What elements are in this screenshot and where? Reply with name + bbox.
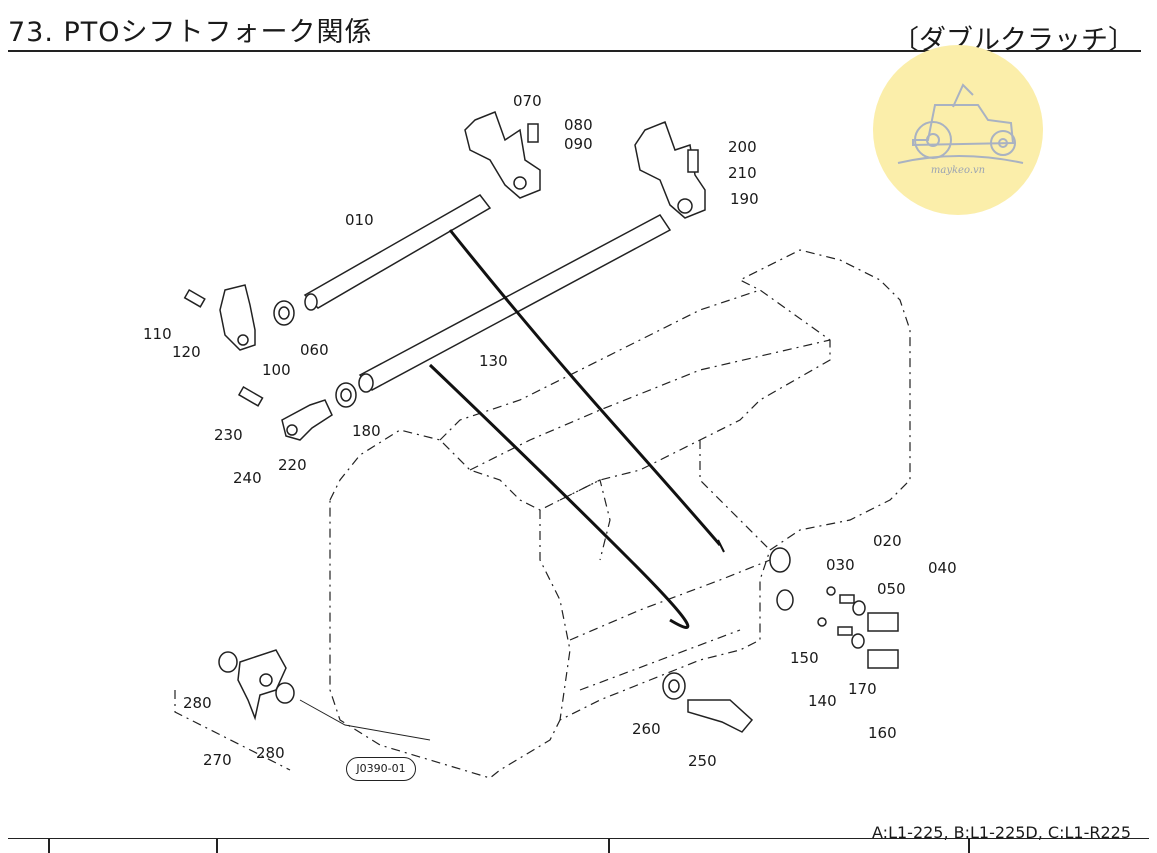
part-label: 280 (183, 694, 212, 712)
part-label: 130 (479, 352, 508, 370)
bolt-230 (237, 386, 264, 407)
oil-seal-060 (273, 300, 295, 326)
bolt-080 (527, 123, 539, 143)
header-rule (8, 50, 1141, 52)
pivot-270 (237, 649, 287, 721)
bushing-280b (275, 682, 295, 704)
part-label: 200 (728, 138, 757, 156)
shift-fork-070 (464, 111, 541, 199)
watermark-text: maykeo.vn (930, 165, 986, 176)
part-label: 170 (848, 680, 877, 698)
part-label: 280 (256, 744, 285, 762)
part-label: 250 (688, 752, 717, 770)
bolt-040 (867, 612, 899, 632)
housing-outline (329, 249, 911, 779)
part-label: 020 (873, 532, 902, 550)
part-label: 150 (790, 649, 819, 667)
part-label: 050 (877, 580, 906, 598)
housing-rib-right (699, 440, 771, 551)
small-parts-right (769, 547, 866, 649)
tractor-icon (897, 83, 1024, 164)
part-label: 120 (172, 343, 201, 361)
part-label: 100 (262, 361, 291, 379)
shift-arm-100 (219, 284, 256, 351)
shift-fork-190 (634, 121, 706, 219)
part-label: 190 (730, 190, 759, 208)
part-label: 040 (928, 559, 957, 577)
part-label: 220 (278, 456, 307, 474)
part-label: 090 (564, 135, 593, 153)
part-label: 260 (632, 720, 661, 738)
figure-id: J0390-01 (346, 757, 416, 781)
bolt-200 (687, 149, 699, 173)
seal-260 (662, 672, 686, 700)
housing-flange-edge (539, 510, 571, 721)
part-label: 070 (513, 92, 542, 110)
parts-table-header (8, 838, 1149, 853)
part-label: 110 (143, 325, 172, 343)
shift-arm-220 (281, 399, 333, 441)
cable-arrow-upper (717, 539, 725, 553)
page-title: 73. PTOシフトフォーク関係 (8, 17, 373, 48)
shift-rod-130 (358, 214, 672, 393)
part-label: 160 (868, 724, 897, 742)
part-label: 230 (214, 426, 243, 444)
part-label: 270 (203, 751, 232, 769)
housing-rib (559, 479, 611, 561)
part-label: 140 (808, 692, 837, 710)
bushing-280a (218, 651, 238, 673)
part-label: 180 (352, 422, 381, 440)
part-label: 010 (345, 211, 374, 229)
cable-upper (448, 229, 722, 546)
cable-lower (428, 363, 690, 629)
leader-270 (299, 699, 431, 741)
bolt-160 (867, 649, 899, 669)
models-note: A:L1-225, B:L1-225D, C:L1-R225 (872, 823, 1131, 842)
housing-lower-line (579, 629, 741, 691)
part-label: 060 (300, 341, 329, 359)
bolt-250 (687, 699, 754, 733)
part-label: 210 (728, 164, 757, 182)
shift-rod-010 (303, 194, 492, 311)
part-labels: 070 080 090 200 210 190 010 110 120 060 … (143, 92, 957, 770)
watermark-badge: maykeo.vn (873, 45, 1043, 215)
part-label: 240 (233, 469, 262, 487)
bolt-110 (183, 289, 206, 308)
oil-seal-180 (335, 382, 357, 408)
part-label: 080 (564, 116, 593, 134)
part-label: 030 (826, 556, 855, 574)
housing-inner-edge (469, 339, 831, 471)
group-bracket (174, 690, 291, 771)
